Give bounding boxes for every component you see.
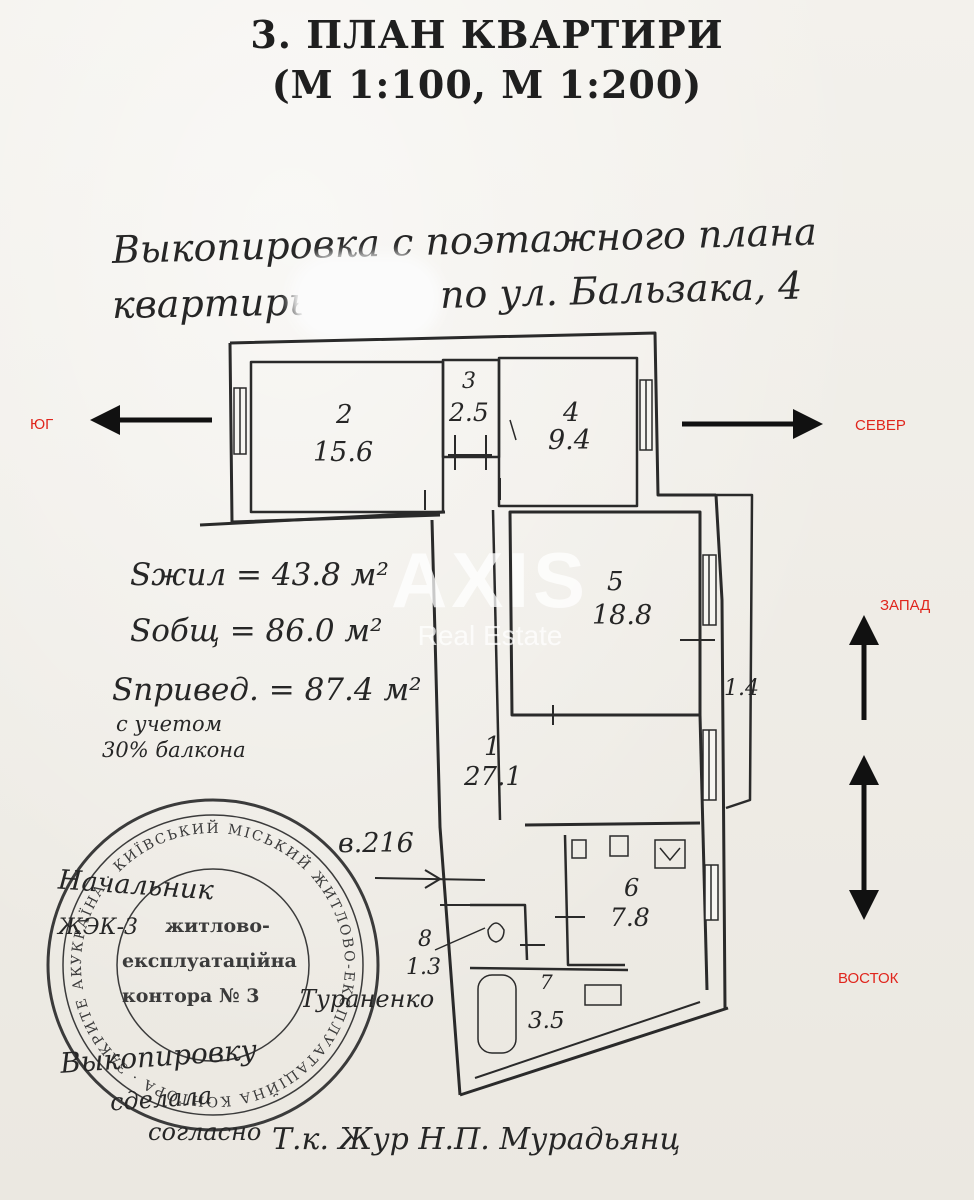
stamp-ring-text: УКРАЇНА · КИЇВСЬКИЙ МІСЬКИЙ ЖИТЛОВО-ЕКСП… — [0, 0, 357, 1109]
stamp-center-1: житлово- — [165, 915, 270, 937]
washbasin — [584, 984, 622, 1006]
kitchen-sink — [571, 839, 587, 859]
room-1-number: 1 — [484, 732, 501, 762]
toilet — [487, 922, 505, 943]
redaction-blot — [298, 262, 434, 334]
area-note-2: 30% балкона — [102, 738, 246, 762]
compass-south-label: ЮГ — [30, 416, 54, 433]
page-scale: (М 1:100, М 1:200) — [271, 62, 703, 107]
balcony-area: 1.4 — [724, 676, 759, 701]
windows — [233, 379, 719, 921]
area-total: Sобщ = 86.0 м² — [130, 613, 383, 649]
room-2-area: 15.6 — [313, 437, 374, 468]
room-1-area: 27.1 — [464, 762, 522, 792]
room-3-area: 2.5 — [449, 398, 489, 427]
compass-arrows — [90, 405, 879, 920]
room-4-area: 9.4 — [548, 425, 591, 456]
stamp-center-3: контора № 3 — [122, 985, 260, 1007]
room-8-area: 1.3 — [406, 955, 441, 980]
compass-north-label: СЕВЕР — [855, 417, 906, 434]
room-8-number: 8 — [418, 927, 432, 952]
page-title: 3. ПЛАН КВАРТИРИ — [250, 12, 724, 57]
fixtures — [477, 835, 686, 1054]
room-6-area: 7.8 — [610, 903, 650, 932]
entrance-label: в.216 — [338, 828, 414, 859]
room-2-number: 2 — [336, 400, 353, 430]
room-5-number: 5 — [607, 567, 624, 597]
signature-chief-3: Тураненко — [300, 985, 435, 1013]
area-reduced: Sпривед. = 87.4 м² — [112, 672, 422, 708]
watermark-brand: AXIS — [390, 536, 590, 624]
area-note-1: с учетом — [116, 712, 223, 736]
walls — [199, 331, 754, 1097]
compass-east-label: ВОСТОК — [838, 970, 899, 987]
watermark-subtitle: Real Estate — [417, 620, 563, 651]
signature-copy-3: согласно — [148, 1118, 262, 1146]
kitchen-counter — [609, 835, 629, 857]
room-7-area: 3.5 — [528, 1008, 565, 1034]
signature-signer: Т.к. Жур Н.П. Мурадьянц — [272, 1122, 681, 1157]
room-6-number: 6 — [624, 874, 640, 902]
stamp-graphic — [46, 798, 380, 1132]
room-4-number: 4 — [563, 398, 580, 428]
room-5-area: 18.8 — [592, 600, 653, 631]
signature-chief-2: ЖЭК-3 — [58, 915, 139, 940]
room-7-number: 7 — [540, 970, 553, 994]
compass-west-label: ЗАПАД — [880, 597, 931, 614]
stamp-center-2: експлуатаційна — [122, 950, 297, 972]
bathtub — [477, 974, 517, 1054]
area-living: Sжил = 43.8 м² — [130, 557, 389, 593]
stove — [654, 839, 686, 869]
room-3-number: 3 — [462, 369, 476, 394]
